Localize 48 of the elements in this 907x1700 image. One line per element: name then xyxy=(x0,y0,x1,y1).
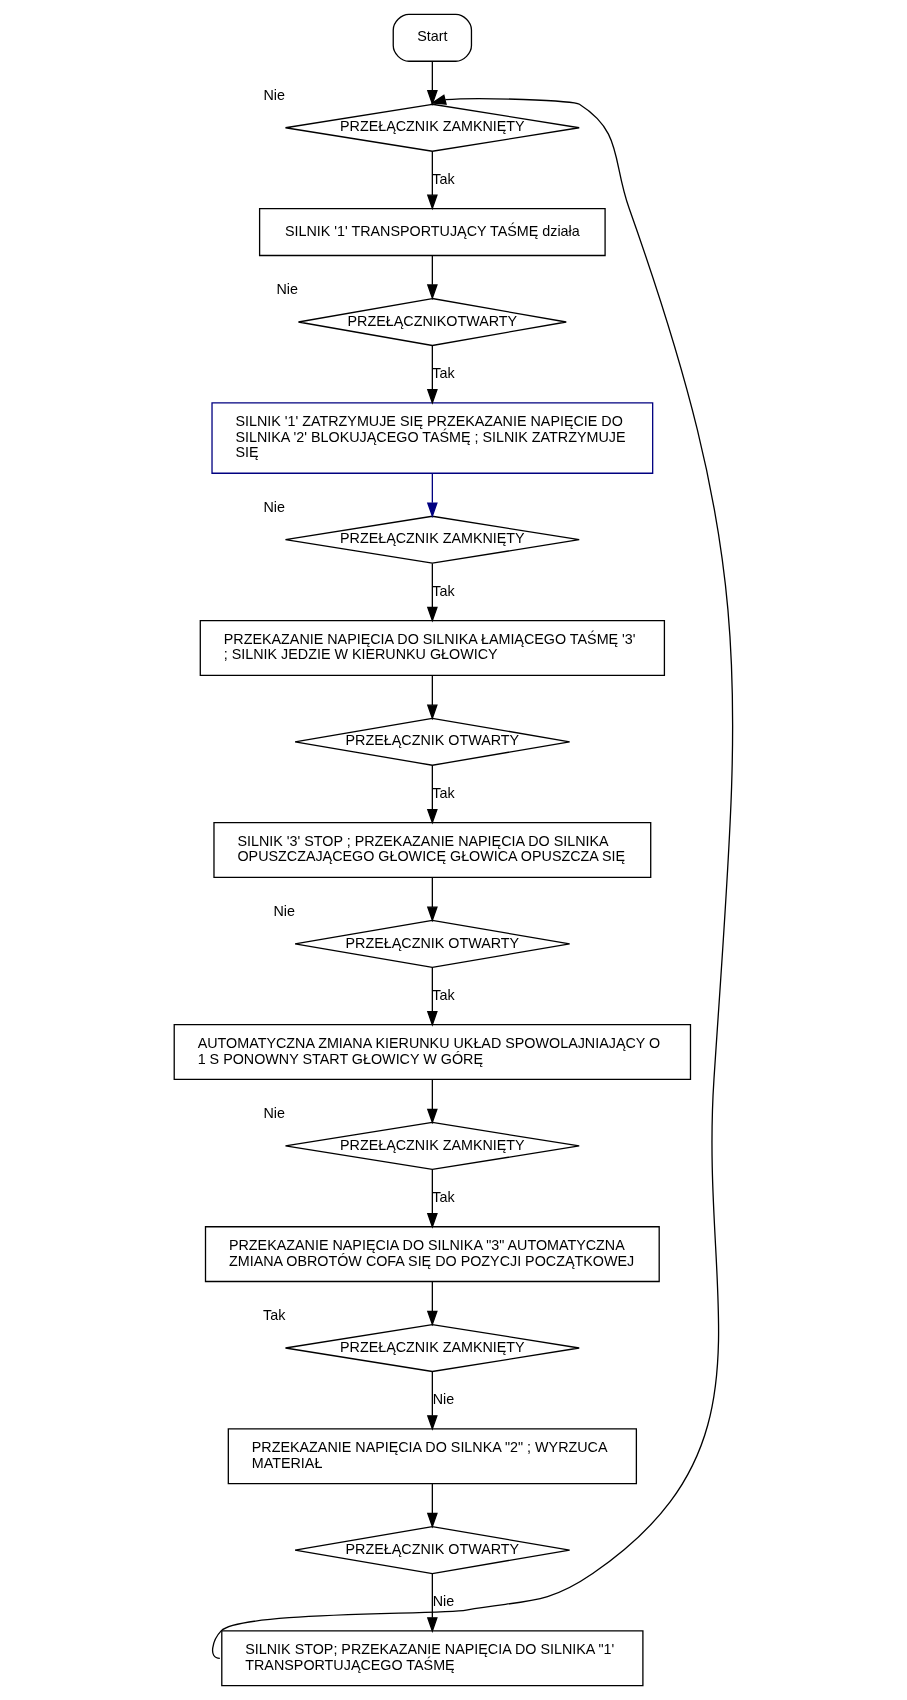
node-diamond: PRZEŁĄCZNIK ZAMKNIĘTY xyxy=(284,1121,580,1171)
arrow xyxy=(426,1371,438,1431)
arrow xyxy=(426,150,438,211)
node-box: SILNIK '3' STOP ; PRZEKAZANIE NAPIĘCIA DO SILNIKA OPUSZCZAJĄCEGO GŁOWICĘ GŁOWICA OPUSZCZA SIĘ xyxy=(213,821,652,879)
node-label: Nie xyxy=(263,87,285,104)
node-diamond: PRZEŁĄCZNIK OTWARTY xyxy=(294,717,571,766)
node-label: Tak xyxy=(263,1307,286,1324)
edge-label: Nie xyxy=(432,1592,455,1609)
arrow xyxy=(426,764,438,825)
node-label: Nie xyxy=(263,499,285,516)
node-diamond: PRZEŁĄCZNIK OTWARTY xyxy=(294,1525,571,1575)
node-label: Nie xyxy=(263,1105,285,1122)
edge-label: Tak xyxy=(432,784,455,801)
arrow xyxy=(426,60,438,106)
arrow xyxy=(426,1483,438,1529)
node-box: AUTOMATYCZNA ZMIANA KIERUNKU UKŁAD SPOWOLAJNIAJĄCY O 1 S PONOWNY START GŁOWICY W GÓRĘ xyxy=(173,1024,692,1081)
arrow xyxy=(426,966,438,1027)
edge-label: Tak xyxy=(432,364,455,381)
arrow xyxy=(426,255,438,300)
node-diamond: PRZEŁĄCZNIK ZAMKNIĘTY xyxy=(284,515,580,564)
node-diamond: PRZEŁĄCZNIKOTWARTY xyxy=(297,297,567,347)
node-box: Start xyxy=(392,13,473,62)
node-box: SILNIK '1' ZATRZYMUJE SIĘ PRZEKAZANIE NAPIĘCIE DO SILNIKA '2' BLOKUJĄCEGO TAŚMĘ ; SILNIK ZATRZYMUJE SIĘ xyxy=(211,402,654,474)
arrow xyxy=(426,1079,438,1125)
node-diamond: PRZEŁĄCZNIK OTWARTY xyxy=(294,919,571,968)
arrow xyxy=(211,94,734,1659)
arrow xyxy=(426,1573,438,1633)
edge-label: Tak xyxy=(432,1188,455,1205)
node-box: PRZEKAZANIE NAPIĘCIA DO SILNKA "2" ; WYRZUCA MATERIAŁ xyxy=(227,1428,638,1485)
arrow xyxy=(426,1169,438,1229)
node-diamond: PRZEŁĄCZNIK ZAMKNIĘTY xyxy=(284,1323,580,1373)
node-label: Nie xyxy=(276,281,298,298)
arrow xyxy=(426,472,438,519)
edge-label: Tak xyxy=(432,582,455,599)
edge-label: Tak xyxy=(432,986,455,1003)
arrow xyxy=(426,1281,438,1327)
node-box: SILNIK '1' TRANSPORTUJĄCY TAŚMĘ działa xyxy=(258,207,606,257)
node-box: PRZEKAZANIE NAPIĘCIA DO SILNIKA "3" AUTOMATYCZNA ZMIANA OBROTÓW COFA SIĘ DO POZYCJI POCZĄTKOWEJ xyxy=(204,1226,660,1283)
arrow xyxy=(426,345,438,405)
node-diamond: PRZEŁĄCZNIK ZAMKNIĘTY xyxy=(284,103,580,152)
node-box: SILNIK STOP; PRZEKAZANIE NAPIĘCIA DO SILNIKA "1' TRANSPORTUJĄCEGO TAŚMĘ xyxy=(221,1630,644,1687)
edge-label: Nie xyxy=(432,1390,455,1407)
arrow xyxy=(426,675,438,721)
node-box: PRZEKAZANIE NAPIĘCIA DO SILNIKA ŁAMIĄCEGO TAŚMĘ '3' ; SILNIK JEDZIE W KIERUNKU GŁOWICY xyxy=(199,619,666,676)
node-label: Nie xyxy=(273,903,295,920)
edge-label: Tak xyxy=(432,170,455,187)
arrow xyxy=(426,877,438,923)
arrow xyxy=(426,562,438,623)
